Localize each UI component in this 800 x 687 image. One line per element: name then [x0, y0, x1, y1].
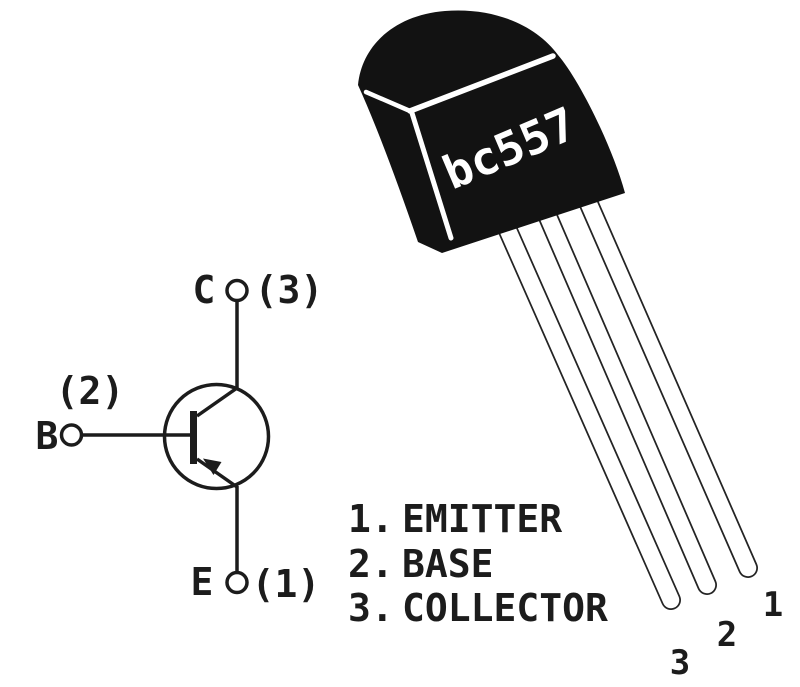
legend-row-1-name: EMITTER: [402, 497, 562, 541]
lead-3: [497, 217, 680, 609]
lead-2: [536, 201, 716, 594]
base-terminal-circle: [59, 423, 84, 447]
legend-row-2-number: 2.: [348, 542, 394, 586]
legend-row-2-name: BASE: [402, 542, 494, 586]
package-leads: [496, 185, 758, 610]
legend-row-1-number: 1.: [348, 497, 394, 541]
package-face-edge-highlight: [409, 110, 454, 241]
base-pin-label: (2): [56, 369, 125, 413]
pin-legend: 1. EMITTER 2. BASE 3. COLLECTOR: [348, 497, 608, 630]
lead-1: [576, 186, 757, 577]
emitter-arrow-icon: [203, 458, 222, 475]
collector-terminal-circle: [225, 278, 249, 303]
legend-row-3-name: COLLECTOR: [402, 586, 608, 630]
emitter-letter-label: E: [191, 560, 214, 604]
package-left-edge-highlight: [363, 89, 413, 114]
package-top-edge-highlight: [407, 53, 556, 114]
base-letter-label: B: [36, 414, 59, 458]
package-body: [358, 10, 625, 254]
lead-number-2: 2: [717, 615, 737, 655]
collector-wire: [195, 300, 239, 418]
to92-package-drawing: bc557 1 2 3: [358, 10, 783, 683]
lead-number-3: 3: [670, 643, 690, 683]
legend-row-3-number: 3.: [348, 586, 394, 630]
collector-letter-label: C: [193, 268, 216, 312]
emitter-terminal-circle: [225, 570, 249, 595]
transistor-schematic-symbol: C (3) B (2) E (1): [36, 268, 324, 606]
emitter-pin-label: (1): [252, 562, 321, 606]
emitter-wire: [195, 457, 239, 573]
collector-pin-label: (3): [255, 268, 324, 312]
lead-number-1: 1: [763, 585, 783, 625]
